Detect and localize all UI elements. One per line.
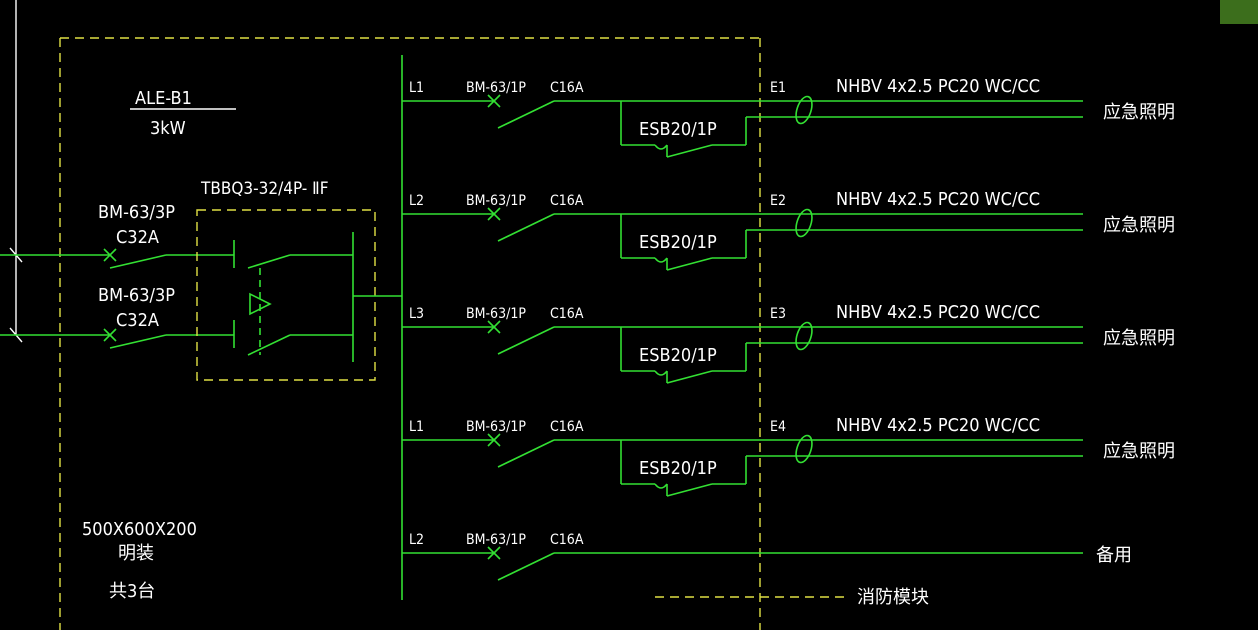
cable-sleeve-mark xyxy=(795,95,813,125)
incoming-feeders xyxy=(0,0,110,343)
circuit-breaker-label: BM-63/1P xyxy=(466,532,526,548)
circuit-cable-label: NHBV 4x2.5 PC20 WC/CC xyxy=(836,76,1040,97)
panel-size: 500X600X200 xyxy=(82,519,197,540)
circuit-load-label: 应急照明 xyxy=(1103,215,1175,236)
incomer-1-rating-label: C32A xyxy=(116,227,159,248)
panel-power: 3kW xyxy=(150,118,186,139)
circuit-code-label: E3 xyxy=(770,306,786,322)
panel-count: 共3台 xyxy=(109,581,155,602)
breaker-blade xyxy=(497,552,555,581)
circuit-breaker-label: BM-63/1P xyxy=(466,80,526,96)
transfer-switch: TBBQ3-32/4P- ⅡF xyxy=(196,179,402,381)
circuit-4: L1 BM-63/1P C16A ESB20/1P E4 NHBV 4x2.5 PC20 … xyxy=(402,415,1175,497)
legend: 消防模块 xyxy=(655,587,929,608)
circuit-rating-label: C16A xyxy=(550,419,584,435)
circuit-phase-label: L2 xyxy=(409,532,424,548)
incomer-1-breaker-label: BM-63/3P xyxy=(98,202,175,223)
module-contact-mark xyxy=(654,483,668,489)
incomer-2-breaker-label: BM-63/3P xyxy=(98,285,175,306)
circuit-code-label: E1 xyxy=(770,80,786,96)
breaker-blade xyxy=(497,439,555,468)
panel-name: ALE-B1 xyxy=(135,88,192,109)
circuit-module-label: ESB20/1P xyxy=(639,345,717,366)
circuit-cable-label: NHBV 4x2.5 PC20 WC/CC xyxy=(836,302,1040,323)
cable-sleeve-mark xyxy=(795,208,813,238)
circuit-rating-label: C16A xyxy=(550,193,584,209)
circuit-phase-label: L3 xyxy=(409,306,424,322)
circuit-code-label: E4 xyxy=(770,419,786,435)
circuit-5: L2 BM-63/1P C16A 备用 xyxy=(402,532,1132,581)
circuit-module-label: ESB20/1P xyxy=(639,119,717,140)
circuit-cable-label: NHBV 4x2.5 PC20 WC/CC xyxy=(836,189,1040,210)
circuit-load-label: 应急照明 xyxy=(1103,328,1175,349)
circuit-rating-label: C16A xyxy=(550,80,584,96)
panel-mount: 明装 xyxy=(118,543,154,564)
circuit-rating-label: C16A xyxy=(550,306,584,322)
circuit-code-label: E2 xyxy=(770,193,786,209)
transfer-switch-label: TBBQ3-32/4P- ⅡF xyxy=(200,179,329,199)
module-contact-mark xyxy=(654,257,668,263)
circuit-phase-label: L1 xyxy=(409,419,424,435)
breaker-cross xyxy=(487,546,501,560)
breaker-blade xyxy=(497,326,555,355)
incomer-breaker-2: BM-63/3P C32A xyxy=(98,285,234,349)
circuit-load-label: 应急照明 xyxy=(1103,102,1175,123)
panel-frame xyxy=(59,37,761,630)
breaker-cross xyxy=(487,94,501,108)
module-contact-mark xyxy=(654,370,668,376)
circuit-load-label: 应急照明 xyxy=(1103,441,1175,462)
circuit-phase-label: L1 xyxy=(409,80,424,96)
circuit-2: L2 BM-63/1P C16A ESB20/1P E2 NHBV 4x2.5 PC20 … xyxy=(402,189,1175,271)
legend-label: 消防模块 xyxy=(857,587,929,608)
circuit-rating-label: C16A xyxy=(550,532,584,548)
cable-sleeve-mark xyxy=(795,321,813,351)
breaker-cross xyxy=(487,433,501,447)
circuit-module-label: ESB20/1P xyxy=(639,232,717,253)
module-contact-blade xyxy=(666,144,713,158)
module-contact-blade xyxy=(666,483,713,497)
cable-sleeve-mark xyxy=(795,434,813,464)
circuit-load-label: 备用 xyxy=(1096,545,1132,566)
circuit-breaker-label: BM-63/1P xyxy=(466,193,526,209)
circuit-breaker-label: BM-63/1P xyxy=(466,419,526,435)
corner-block xyxy=(1220,0,1258,24)
circuit-breaker-label: BM-63/1P xyxy=(466,306,526,322)
circuit-phase-label: L2 xyxy=(409,193,424,209)
circuit-module-label: ESB20/1P xyxy=(639,458,717,479)
circuit-3: L3 BM-63/1P C16A ESB20/1P E3 NHBV 4x2.5 PC20 … xyxy=(402,302,1175,384)
circuit-cable-label: NHBV 4x2.5 PC20 WC/CC xyxy=(836,415,1040,436)
breaker-cross xyxy=(487,320,501,334)
module-contact-blade xyxy=(666,370,713,384)
circuit-1: L1 BM-63/1P C16A ESB20/1P E1 NHBV 4x2.5 PC20 … xyxy=(402,76,1175,158)
module-contact-blade xyxy=(666,257,713,271)
breaker-blade xyxy=(497,213,555,242)
incomer-breaker-1: BM-63/3P C32A xyxy=(98,202,234,269)
incomer-2-rating-label: C32A xyxy=(116,310,159,331)
breaker-blade xyxy=(497,100,555,129)
module-contact-mark xyxy=(654,144,668,150)
breaker-cross xyxy=(487,207,501,221)
